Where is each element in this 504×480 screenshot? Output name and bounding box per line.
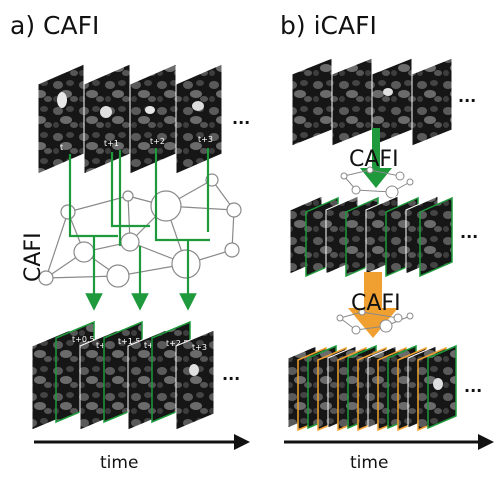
cafi-block-1: CAFI (340, 128, 414, 199)
panel-a-output-frames: t t+0.5 t+1 t+1.5 t+2 t+2.5 (31, 320, 240, 431)
time-axis-label: time (350, 453, 388, 473)
frame-label: t+1.5 (118, 337, 141, 346)
green-flow-lines (68, 148, 210, 311)
frame-label: t+0.5 (72, 335, 95, 344)
cafi-label-1: CAFI (349, 147, 399, 172)
time-arrow (34, 434, 250, 450)
frame-label: t+1 (104, 139, 119, 148)
frame-label: t+3 (198, 135, 213, 144)
ellipsis: ... (222, 365, 240, 384)
frame-t-plus-1: t+1 (83, 63, 131, 175)
frame-t-plus-3: t+3 (175, 63, 223, 175)
network-node (171, 249, 201, 279)
frame-label: t (60, 143, 63, 152)
panel-a-input-frames: t t+1 t+2 t+3 ... (37, 63, 250, 175)
time-axis-label: time (100, 453, 138, 473)
frame-t: t (37, 63, 85, 175)
network-node (120, 232, 140, 252)
frame-label: t+2 (150, 137, 165, 146)
frame-label: t+2.5 (166, 339, 189, 348)
frame-t-plus-2: t+2 (129, 63, 177, 175)
panel-b-title: b) iCAFI (280, 11, 377, 40)
network-node (224, 242, 240, 258)
network-node (60, 204, 76, 220)
ellipsis: ... (232, 109, 250, 128)
panel-a: a) CAFI t t+1 t+2 t+3 . (10, 11, 250, 473)
time-arrow (284, 434, 494, 450)
network-node (38, 270, 54, 286)
network-node (106, 264, 130, 288)
panel-b-stage3-frames: ... (287, 344, 482, 432)
ellipsis: ... (458, 87, 476, 106)
network-node (73, 241, 95, 263)
cafi-label-2: CAFI (351, 291, 401, 316)
panel-a-title: a) CAFI (10, 11, 99, 40)
out-frame-t-3: t+3 (175, 329, 215, 431)
network-label: CAFI (21, 232, 46, 282)
ellipsis: ... (464, 377, 482, 396)
panel-b: b) iCAFI ... CAFI (280, 11, 494, 473)
network-node (122, 190, 134, 202)
network-node (150, 190, 182, 222)
panel-b-stage2-frames: ... (289, 195, 478, 278)
frame-label: t+3 (192, 343, 207, 352)
panel-b-stage1-frames: ... (291, 57, 476, 147)
cafi-block-2: CAFI (336, 272, 414, 338)
network-graph (38, 173, 242, 288)
network-node (226, 202, 242, 218)
ellipsis: ... (460, 223, 478, 242)
